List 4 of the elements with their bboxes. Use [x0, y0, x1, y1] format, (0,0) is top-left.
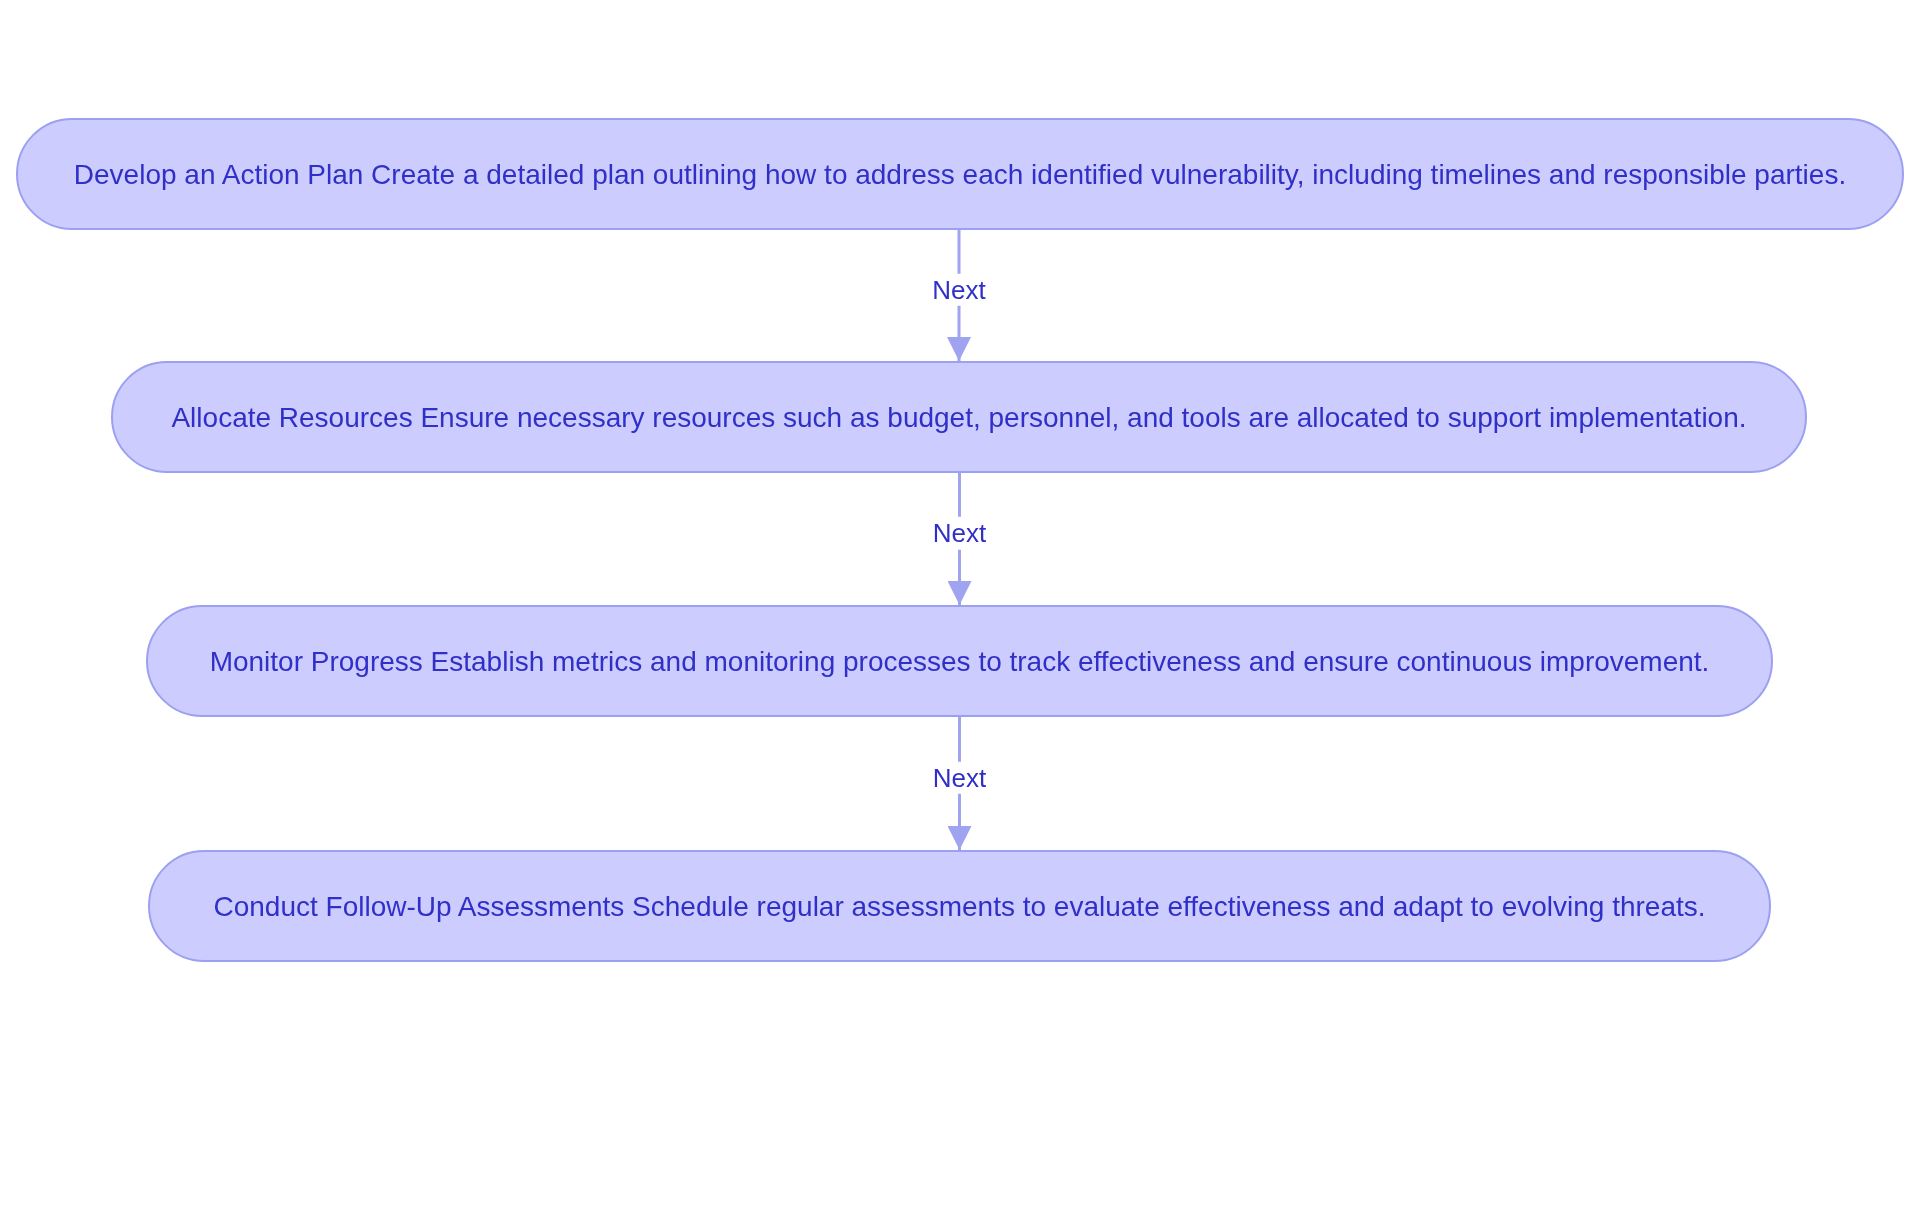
step-text: Allocate Resources Ensure necessary resources such as budget, personnel, and tools are allocated to support implementation.	[171, 400, 1747, 435]
step-text: Develop an Action Plan Create a detailed plan outlining how to address each identified vulnerability, including timelines and responsible parties.	[73, 157, 1847, 192]
step-text: Conduct Follow-Up Assessments Schedule regular assessments to evaluate effectiveness and adapt to evolving threats.	[213, 889, 1706, 924]
step-text: Monitor Progress Establish metrics and monitoring processes to track effectiveness and ensure continuous improvement.	[209, 644, 1710, 679]
